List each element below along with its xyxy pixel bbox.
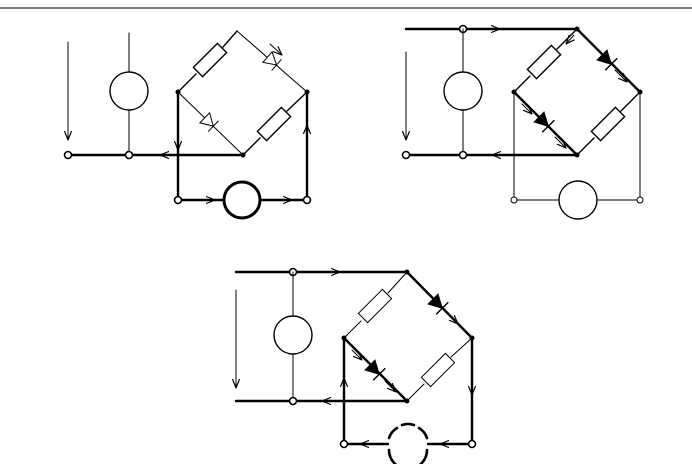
terminal <box>173 195 183 205</box>
voltage-source-icon <box>273 315 313 355</box>
terminal <box>510 196 518 204</box>
load-meter-icon <box>222 180 262 220</box>
diode-icon <box>364 359 386 381</box>
resistor <box>192 42 228 78</box>
resistor <box>420 352 456 388</box>
panel-bottom <box>236 267 477 464</box>
voltage-source-icon <box>443 71 483 111</box>
resistor <box>526 44 562 80</box>
terminal <box>288 396 298 406</box>
load-dashed-icon <box>387 422 429 464</box>
resistor <box>357 288 393 324</box>
panel-top-right <box>401 24 644 220</box>
diode-icon <box>198 111 219 132</box>
terminal <box>467 439 477 449</box>
terminal <box>458 150 468 160</box>
terminal <box>63 150 73 160</box>
resistor <box>590 106 626 142</box>
terminal <box>302 195 312 205</box>
resistor <box>256 106 292 142</box>
voltage-source-icon <box>109 71 149 111</box>
terminal <box>401 150 411 160</box>
diode-icon <box>427 293 449 315</box>
diode-icon <box>596 49 618 71</box>
load-icon <box>558 180 598 220</box>
terminal <box>124 150 134 160</box>
diode-icon <box>533 111 555 133</box>
terminal <box>339 439 349 449</box>
terminal <box>636 196 644 204</box>
panel-top-left <box>63 30 312 220</box>
